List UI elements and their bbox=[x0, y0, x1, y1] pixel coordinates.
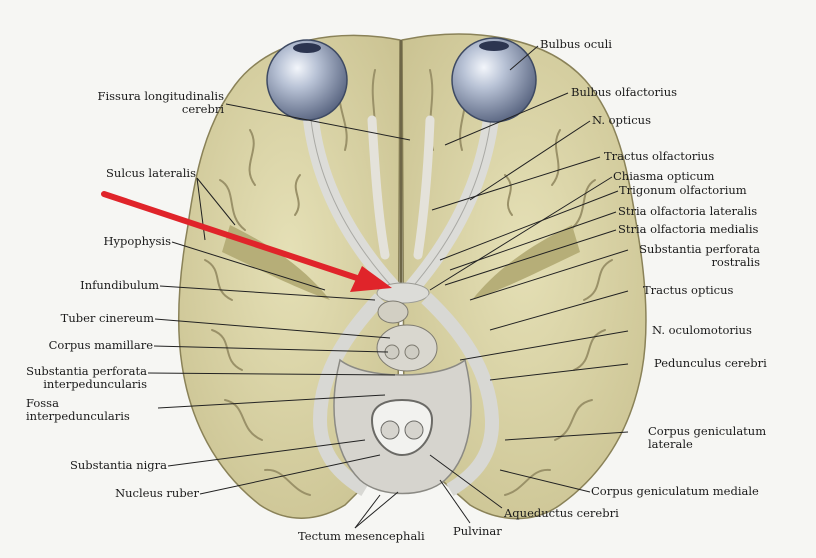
label-substantia-perforata-rostralis: Substantia perforata rostralis bbox=[639, 242, 760, 269]
left-olfactory-tract bbox=[367, 115, 390, 260]
right-lateral-sulcus bbox=[472, 225, 580, 300]
label-tractus-opticus: Tractus opticus bbox=[643, 283, 734, 297]
leader-lines bbox=[147, 45, 629, 529]
label-fossa-interpeduncularis: Fossa interpeduncularis bbox=[26, 396, 130, 423]
label-corpus-geniculatum-laterale: Corpus geniculatum laterale bbox=[648, 424, 767, 451]
label-tractus-olfactorius: Tractus olfactorius bbox=[604, 149, 715, 163]
label-bulbus-oculi: Bulbus oculi bbox=[540, 37, 612, 51]
label-chiasma-opticum: Chiasma opticum bbox=[613, 169, 715, 183]
right-olfactory-tract bbox=[413, 115, 435, 260]
label-sulcus-lateralis: Sulcus lateralis bbox=[106, 166, 196, 180]
gyri-pattern bbox=[204, 69, 613, 496]
label-infundibulum: Infundibulum bbox=[80, 278, 159, 292]
label-corpus-geniculatum-mediale: Corpus geniculatum mediale bbox=[591, 484, 759, 498]
label-bulbus-olfactorius: Bulbus olfactorius bbox=[571, 85, 678, 99]
label-substantia-perforata-interpeduncularis: Substantia perforata interpeduncularis bbox=[26, 364, 147, 391]
label-tectum-mesencephali: Tectum mesencephali bbox=[298, 529, 425, 543]
label-substantia-nigra: Substantia nigra bbox=[69, 458, 167, 472]
right-optic-tract bbox=[421, 292, 500, 497]
label-hypophysis: Hypophysis bbox=[103, 234, 171, 248]
label-n-oculomotorius: N. oculomotorius bbox=[652, 323, 752, 337]
label-corpus-mamillare: Corpus mamillare bbox=[48, 338, 153, 352]
label-tuber-cinereum: Tuber cinereum bbox=[60, 311, 154, 325]
right-eyeball bbox=[451, 37, 537, 123]
label-aqueductus-cerebri: Aqueductus cerebri bbox=[504, 506, 619, 520]
label-stria-olfactoria-lateralis: Stria olfactoria lateralis bbox=[618, 204, 758, 218]
red-arrow bbox=[101, 191, 392, 292]
label-pulvinar: Pulvinar bbox=[453, 524, 502, 538]
label-n-opticus: N. opticus bbox=[592, 113, 651, 127]
tectum bbox=[370, 398, 434, 457]
label-pedunculus-cerebri: Pedunculus cerebri bbox=[654, 356, 767, 370]
left-optic-tract bbox=[312, 293, 386, 497]
label-trigonum-olfactorium: Trigonum olfactorium bbox=[619, 183, 747, 197]
label-nucleus-ruber: Nucleus ruber bbox=[115, 486, 199, 500]
label-fissura-longitudinalis: Fissura longitudinalis cerebri bbox=[97, 89, 224, 116]
hypophysis bbox=[377, 300, 409, 324]
label-stria-olfactoria-medialis: Stria olfactoria medialis bbox=[618, 222, 759, 236]
